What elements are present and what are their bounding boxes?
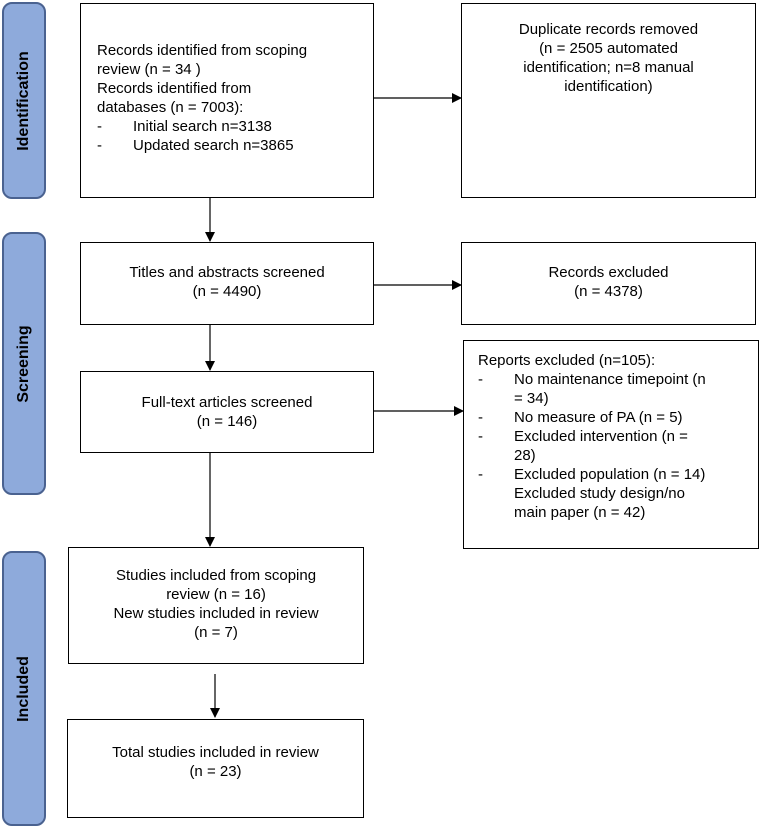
duplicates-line4: identification) xyxy=(564,78,653,95)
titles-screened-line1: Titles and abstracts screened xyxy=(129,264,325,281)
studies-included-line2: review (n = 16) xyxy=(166,586,266,603)
fulltext-screened-line2: (n = 146) xyxy=(196,413,258,430)
list-item: - Excluded population (n = 14) xyxy=(478,465,758,484)
records-identified-line1: Records identified from scoping xyxy=(97,42,308,59)
list-item: - Initial search n=3138 xyxy=(97,117,373,136)
list-item-text: Excluded population (n = 14) xyxy=(514,466,706,483)
list-item-text: 28) xyxy=(514,447,536,464)
fulltext-screened-line1: Full-text articles screened xyxy=(141,394,313,411)
duplicates-line2: (n = 2505 automated xyxy=(539,40,678,57)
duplicates-removed-box: Duplicate records removed (n = 2505 auto… xyxy=(461,3,756,198)
list-dash: - xyxy=(97,118,102,135)
list-dash: - xyxy=(478,371,483,388)
list-dash: - xyxy=(478,466,483,483)
reports-excluded-box: Reports excluded (n=105): - No maintenan… xyxy=(463,340,759,549)
list-item: Excluded study design/no xyxy=(478,484,758,503)
list-item: - Updated search n=3865 xyxy=(97,136,373,155)
list-item-text: Initial search n=3138 xyxy=(133,118,272,135)
total-included-line2: (n = 23) xyxy=(189,763,242,780)
list-item-text: = 34) xyxy=(514,390,549,407)
list-dash xyxy=(478,484,514,503)
studies-included-box: Studies included from scoping review (n … xyxy=(68,547,364,664)
records-identified-line3: Records identified from xyxy=(97,80,252,97)
list-item: - No measure of PA (n = 5) xyxy=(478,408,758,427)
list-item: - No maintenance timepoint (n xyxy=(478,370,758,389)
reports-excluded-title: Reports excluded (n=105): xyxy=(478,352,656,369)
fulltext-screened-box: Full-text articles screened (n = 146) xyxy=(80,371,374,453)
stage-identification-tab: Identification xyxy=(2,2,46,199)
studies-included-line3: New studies included in review xyxy=(113,605,319,622)
list-item-text: No measure of PA (n = 5) xyxy=(514,409,683,426)
list-dash: - xyxy=(97,137,102,154)
list-item: 28) xyxy=(478,446,758,465)
list-dash xyxy=(478,446,514,465)
duplicates-line1: Duplicate records removed xyxy=(518,21,699,38)
list-item-text: main paper (n = 42) xyxy=(514,504,646,521)
titles-screened-box: Titles and abstracts screened (n = 4490) xyxy=(80,242,374,325)
records-excluded-line1: Records excluded xyxy=(548,264,669,281)
titles-screened-line2: (n = 4490) xyxy=(192,283,262,300)
total-included-box: Total studies included in review (n = 23… xyxy=(67,719,364,818)
records-excluded-box: Records excluded (n = 4378) xyxy=(461,242,756,325)
list-dash: - xyxy=(478,409,483,426)
list-item-text: No maintenance timepoint (n xyxy=(514,371,706,388)
total-included-line1: Total studies included in review xyxy=(112,744,319,761)
stage-included-label: Included xyxy=(15,655,32,722)
stage-included-tab: Included xyxy=(2,551,46,826)
stage-screening-label: Screening xyxy=(15,324,32,403)
list-item: - Excluded intervention (n = xyxy=(478,427,758,446)
list-dash: - xyxy=(478,428,483,445)
list-dash xyxy=(478,503,514,522)
list-item: = 34) xyxy=(478,389,758,408)
studies-included-line4: (n = 7) xyxy=(194,624,238,641)
records-identified-line4: databases (n = 7003): xyxy=(97,99,244,116)
studies-included-line1: Studies included from scoping xyxy=(115,567,317,584)
list-item: main paper (n = 42) xyxy=(478,503,758,522)
stage-identification-label: Identification xyxy=(15,50,32,151)
records-excluded-line2: (n = 4378) xyxy=(574,283,643,300)
records-identified-box: Records identified from scoping review (… xyxy=(80,3,374,198)
duplicates-line3: identification; n=8 manual xyxy=(523,59,694,76)
stage-screening-tab: Screening xyxy=(2,232,46,495)
list-item-text: Excluded intervention (n = xyxy=(514,428,688,445)
records-identified-line2: review (n = 34 ) xyxy=(97,61,201,78)
list-dash xyxy=(478,389,514,408)
list-item-text: Excluded study design/no xyxy=(514,485,685,502)
list-item-text: Updated search n=3865 xyxy=(133,137,294,154)
